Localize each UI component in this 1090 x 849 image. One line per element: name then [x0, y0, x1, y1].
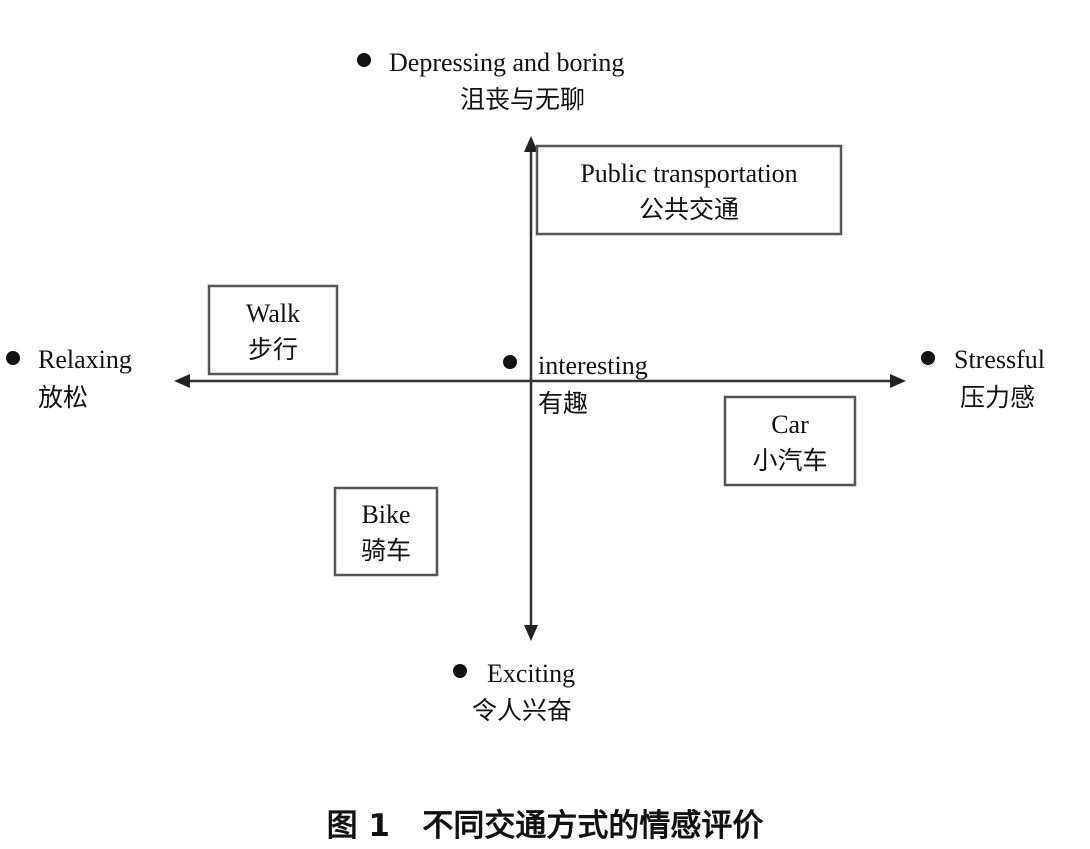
right-pole-dot — [921, 351, 935, 365]
arrowhead-down — [524, 625, 538, 641]
left-pole-dot — [6, 351, 20, 365]
bottom-pole-label-cn: 令人兴奋 — [472, 696, 572, 725]
right-pole-label-en: Stressful — [954, 345, 1045, 374]
public-transportation-box: Public transportation 公共交通 — [535, 144, 843, 236]
arrowhead-up — [524, 136, 538, 152]
center-pole-label-en: interesting — [538, 351, 648, 380]
top-pole-label-cn: 沮丧与无聊 — [460, 85, 585, 114]
car-box-border — [723, 395, 857, 487]
center-pole-label-cn: 有趣 — [538, 389, 588, 418]
top-pole-dot — [357, 53, 371, 67]
walk-box-border — [207, 284, 339, 376]
right-pole-label-cn: 压力感 — [960, 383, 1035, 412]
walk-label-cn: 步行 — [248, 335, 298, 364]
car-box: Car 小汽车 — [723, 395, 857, 487]
bottom-pole-label-en: Exciting — [487, 659, 575, 688]
walk-label-en: Walk — [246, 299, 300, 328]
public-transportation-label-en: Public transportation — [580, 159, 797, 188]
bike-label-en: Bike — [361, 500, 410, 529]
emotion-evaluation-diagram: Depressing and boring 沮丧与无聊 Relaxing 放松 … — [6, 48, 1045, 725]
public-transportation-label-cn: 公共交通 — [639, 195, 739, 224]
bike-box-border — [333, 486, 439, 577]
arrowhead-left — [174, 374, 190, 388]
figure-caption: 图 1 不同交通方式的情感评价 — [326, 808, 764, 844]
left-pole-label-cn: 放松 — [38, 383, 88, 412]
bike-box: Bike 骑车 — [333, 486, 439, 577]
public-transportation-box-border — [535, 144, 843, 236]
left-pole-label-en: Relaxing — [38, 345, 132, 374]
bottom-pole-dot — [453, 664, 467, 678]
walk-box: Walk 步行 — [207, 284, 339, 376]
arrowhead-right — [890, 374, 906, 388]
center-pole-dot — [503, 355, 517, 369]
top-pole-label-en: Depressing and boring — [389, 48, 624, 77]
car-label-cn: 小汽车 — [752, 446, 827, 475]
bike-label-cn: 骑车 — [361, 536, 411, 565]
car-label-en: Car — [771, 410, 809, 439]
